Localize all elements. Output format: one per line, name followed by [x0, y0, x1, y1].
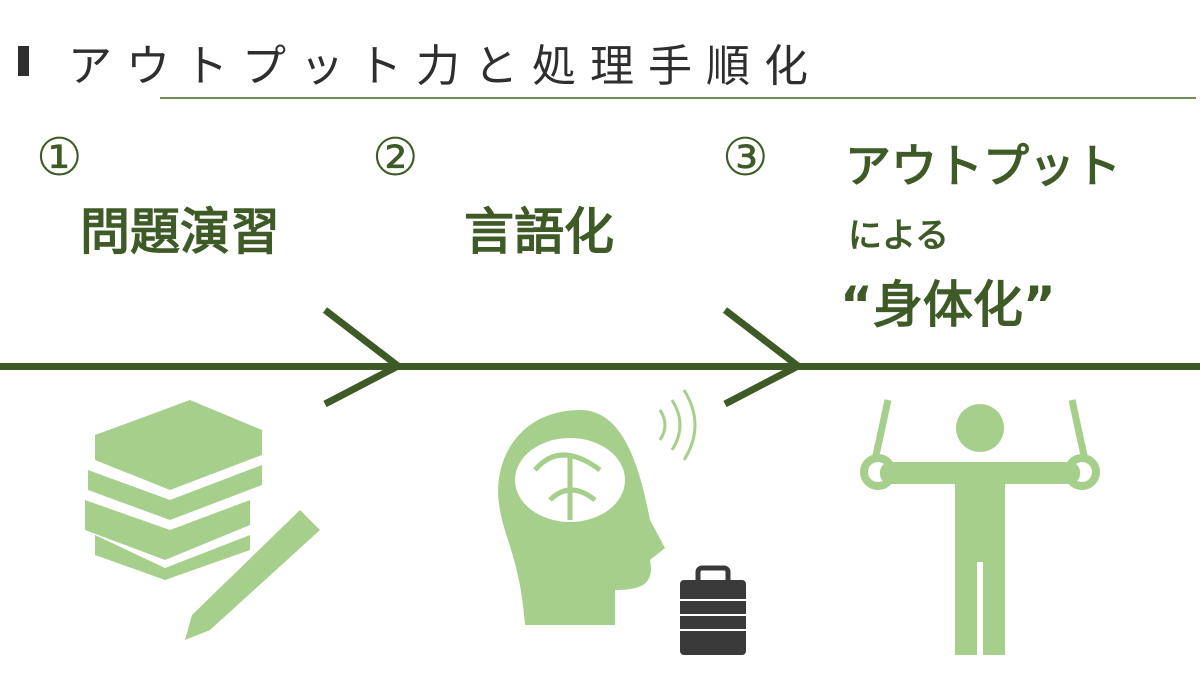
step-2-label: 言語化	[464, 203, 614, 261]
step-3-number: ③	[722, 128, 769, 188]
title-underline	[160, 97, 1196, 99]
books-pencil-icon	[85, 400, 320, 640]
step-1-number: ①	[36, 128, 83, 188]
step-3-label-line3: “身体化”	[840, 276, 1056, 334]
gymnast-rings-icon	[860, 399, 1100, 655]
title-marker	[18, 46, 29, 76]
briefcase-icon	[680, 565, 746, 655]
brain-head-icon	[498, 389, 697, 625]
timeline-line	[0, 363, 1200, 370]
chevron-arrow-1	[322, 307, 405, 408]
step-1-label: 問題演習	[80, 203, 280, 261]
page-title: アウトプット力と処理手順化	[68, 41, 822, 92]
step-2-number: ②	[372, 128, 419, 188]
step-3-label-line2: による	[848, 216, 949, 256]
chevron-arrow-2	[722, 307, 805, 408]
step-3-label-line1: アウトプット	[845, 139, 1121, 193]
sound-waves-icon	[658, 389, 697, 461]
